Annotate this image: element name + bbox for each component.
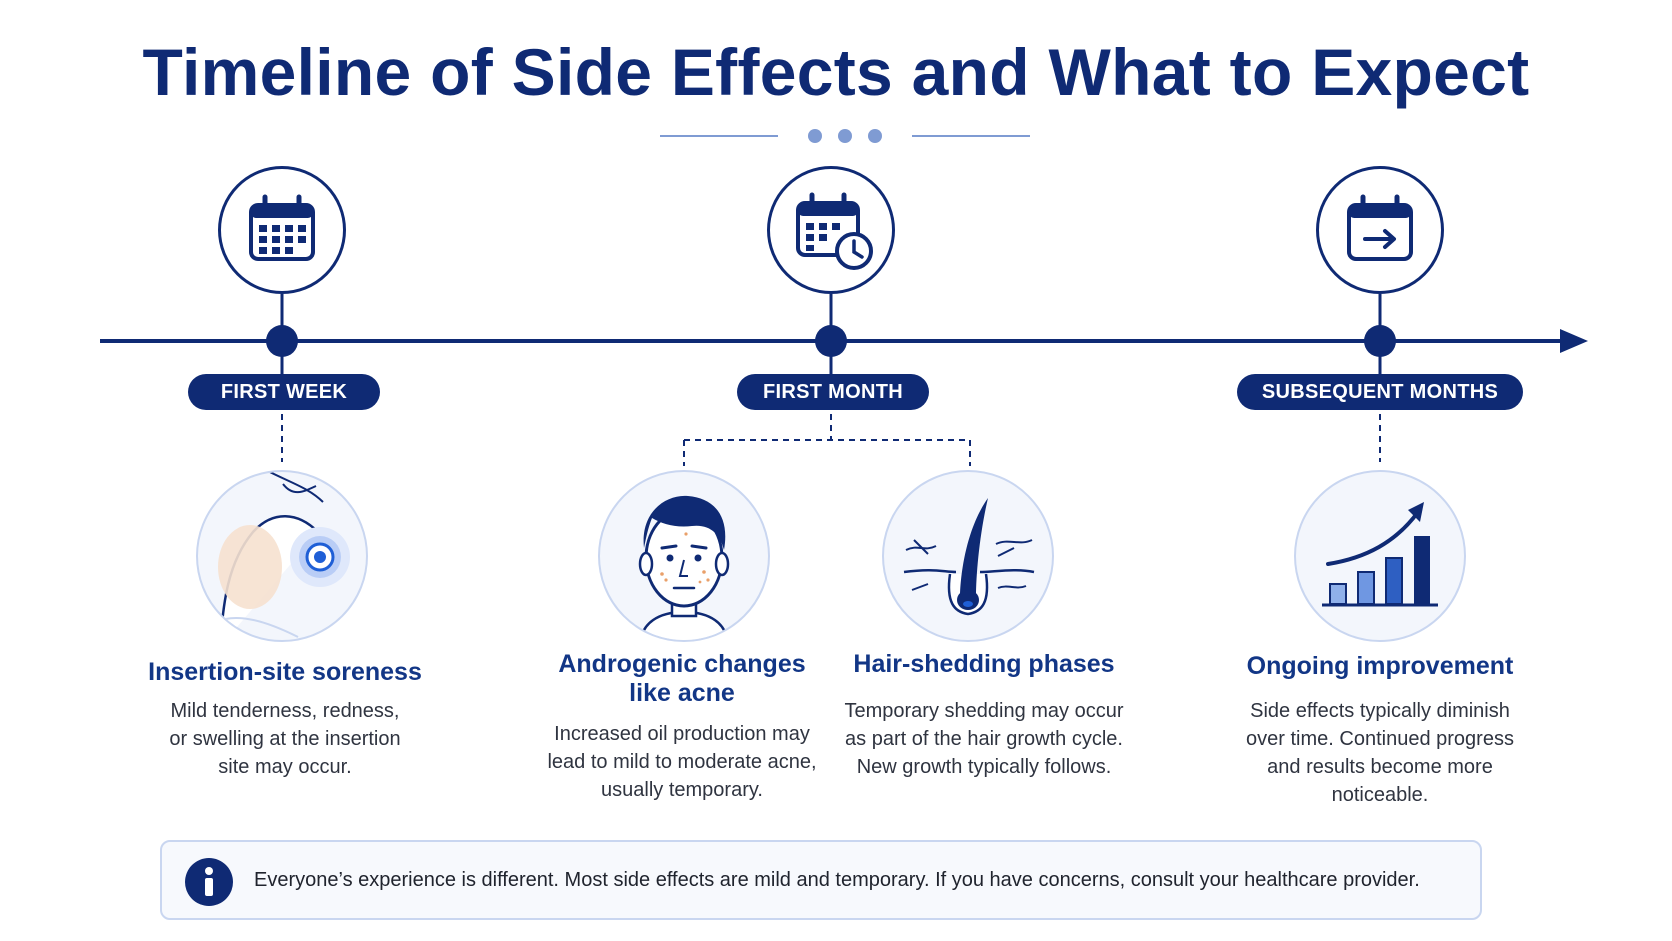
description-line: Increased oil production may <box>554 723 810 745</box>
description-line: New growth typically follows. <box>856 756 1112 778</box>
stage-label-first-week: FIRST WEEK <box>188 374 380 410</box>
calendar-icon <box>218 166 346 294</box>
title-divider <box>660 129 1030 143</box>
insertion-site-soreness-heading: Insertion-site soreness <box>148 658 422 686</box>
description-line: or swelling at the insertion <box>169 728 401 750</box>
description-line: lead to mild to moderate acne, <box>547 751 817 773</box>
stage-label-subsequent-months: SUBSEQUENT MONTHS <box>1237 374 1523 410</box>
description-line: usually temporary. <box>601 779 763 801</box>
timeline-dot-first-month <box>815 325 847 357</box>
info-icon <box>185 858 233 906</box>
androgenic-changes-description: Increased oil production may lead to mil… <box>527 720 837 804</box>
description-line: and results become more <box>1267 756 1493 778</box>
hair-shedding-description: Temporary shedding may occur as part of … <box>824 697 1144 781</box>
shoulder-soreness-illustration <box>196 470 368 642</box>
description-line: Mild tenderness, redness, <box>170 700 400 722</box>
description-line: site may occur. <box>218 756 352 778</box>
timeline-dot-subsequent-months <box>1364 325 1396 357</box>
androgenic-changes-heading-line-1: Androgenic changes <box>558 650 806 678</box>
description-line: as part of the hair growth cycle. <box>845 728 1123 750</box>
page-title: Timeline of Side Effects and What to Exp… <box>142 35 1530 109</box>
face-acne-illustration <box>598 470 770 642</box>
androgenic-changes-heading-line-2: like acne <box>629 679 735 707</box>
calendar-arrow-icon <box>1316 166 1444 294</box>
ongoing-improvement-description: Side effects typically diminish over tim… <box>1225 697 1535 809</box>
ongoing-improvement-heading: Ongoing improvement <box>1246 652 1514 680</box>
description-line: Temporary shedding may occur <box>844 700 1124 722</box>
insertion-site-soreness-description: Mild tenderness, redness, or swelling at… <box>140 697 430 781</box>
growth-chart-illustration <box>1294 470 1466 642</box>
hair-shedding-heading: Hair-shedding phases <box>853 650 1115 678</box>
disclaimer-text: Everyone’s experience is different. Most… <box>254 869 1420 891</box>
timeline-dot-first-week <box>266 325 298 357</box>
description-line: over time. Continued progress <box>1246 728 1514 750</box>
disclaimer-note: Everyone’s experience is different. Most… <box>160 840 1482 920</box>
description-line: noticeable. <box>1331 784 1429 806</box>
description-line: Side effects typically diminish <box>1250 700 1510 722</box>
androgenic-changes-heading: Androgenic changes like acne <box>532 650 832 708</box>
hair-follicle-illustration <box>882 470 1054 642</box>
stage-label-first-month: FIRST MONTH <box>737 374 929 410</box>
calendar-clock-icon <box>767 166 895 294</box>
